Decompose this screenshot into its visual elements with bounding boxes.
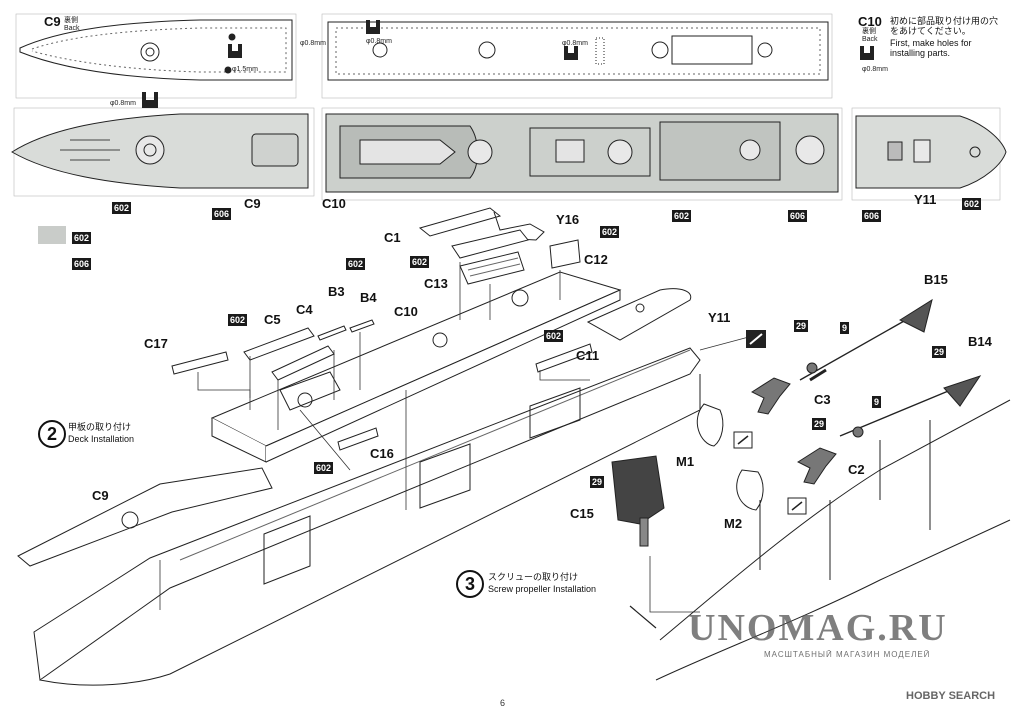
color-tag: 602 bbox=[112, 202, 132, 214]
part-label-c10-back: C10 bbox=[858, 14, 882, 29]
step-2-number: 2 bbox=[38, 420, 66, 448]
part-label-c11: C11 bbox=[576, 348, 600, 363]
color-tag: 9 bbox=[872, 396, 882, 408]
color-tag: 29 bbox=[932, 346, 947, 358]
color-tag: 606 bbox=[212, 208, 232, 220]
drill-hole-icon bbox=[142, 20, 874, 108]
drill-size-label: φ0.8mm bbox=[862, 66, 888, 73]
step-2-title-en: Deck Installation bbox=[68, 434, 135, 444]
propeller-section-drawing bbox=[611, 298, 1011, 681]
color-tag: 9 bbox=[840, 322, 850, 334]
part-label-y11-deck: Y11 bbox=[914, 192, 937, 207]
part-label-c16: C16 bbox=[370, 446, 394, 461]
part-label-m2: M2 bbox=[724, 516, 743, 531]
color-602-swatch bbox=[38, 226, 66, 244]
part-label-c17: C17 bbox=[144, 336, 168, 351]
part-label-c13: C13 bbox=[424, 276, 448, 291]
y11-deck-piece-drawing bbox=[586, 288, 692, 341]
step-3-number: 3 bbox=[456, 570, 484, 598]
color-tag: 606 bbox=[862, 210, 882, 222]
part-label-b3: B3 bbox=[328, 284, 345, 299]
color-tag: 602 bbox=[962, 198, 982, 210]
color-tag: 602 bbox=[346, 258, 366, 270]
part-label-c9-deck: C9 bbox=[244, 196, 261, 211]
drill-size-label: φ0.8mm bbox=[300, 40, 326, 47]
drill-size-label: φ0.8mm bbox=[366, 38, 392, 45]
part-label-b14: B14 bbox=[968, 334, 992, 349]
c10-back-drawing bbox=[321, 13, 833, 99]
back-side-label: 裏側 Back bbox=[862, 28, 878, 43]
color-tag: 29 bbox=[794, 320, 809, 332]
c9-bow-deck-drawing bbox=[17, 467, 273, 567]
part-label-c3: C3 bbox=[814, 392, 831, 407]
color-tag: 606 bbox=[72, 258, 92, 270]
page-number: 6 bbox=[500, 698, 506, 708]
part-label-b4: B4 bbox=[360, 290, 377, 305]
color-tag: 602 bbox=[228, 314, 248, 326]
part-label-c1: C1 bbox=[384, 230, 401, 245]
part-label-m1: M1 bbox=[676, 454, 695, 469]
step-2-title-jp: 甲板の取り付け bbox=[68, 422, 132, 432]
part-label-y11-assembly: Y11 bbox=[708, 310, 731, 325]
color-tag: 602 bbox=[314, 462, 334, 474]
y11-deck-drawing bbox=[851, 107, 1007, 201]
step-3-title-jp: スクリューの取り付け bbox=[488, 572, 579, 582]
color-tag: 29 bbox=[590, 476, 605, 488]
part-label-y16: Y16 bbox=[556, 212, 580, 227]
glue-icon bbox=[733, 330, 807, 515]
drill-note-jp: 初めに部品取り付け用の穴 をあけてください。 bbox=[890, 16, 999, 36]
part-label-c15: C15 bbox=[570, 506, 594, 521]
hull-drawing bbox=[33, 347, 701, 686]
drill-note-en: First, make holes for installing parts. bbox=[890, 38, 972, 58]
c9-deck-drawing bbox=[11, 107, 315, 197]
c10-deck-drawing bbox=[321, 107, 843, 201]
drill-size-label: φ1.5mm bbox=[232, 66, 258, 73]
part-label-c2: C2 bbox=[848, 462, 865, 477]
upper-parts-drawing bbox=[418, 207, 581, 285]
part-label-b15: B15 bbox=[924, 272, 948, 287]
watermark-subtitle: МАСШТАБНЫЙ МАГАЗИН МОДЕЛЕЙ bbox=[764, 650, 931, 659]
drill-size-label: φ0.8mm bbox=[562, 40, 588, 47]
part-label-c4: C4 bbox=[296, 302, 313, 317]
part-label-c5: C5 bbox=[264, 312, 281, 327]
step-3-title-en: Screw propeller Installation bbox=[488, 584, 597, 594]
back-side-label: 裏側 Back bbox=[64, 17, 80, 32]
color-tag: 29 bbox=[812, 418, 827, 430]
small-parts-drawing bbox=[171, 319, 593, 451]
part-label-c9-assembly: C9 bbox=[92, 488, 109, 503]
color-tag: 606 bbox=[788, 210, 808, 222]
part-label-c12: C12 bbox=[584, 252, 608, 267]
watermark-text: UNOMAG.RU bbox=[688, 607, 948, 649]
color-tag: 602 bbox=[410, 256, 430, 268]
c10-superstructure-drawing bbox=[210, 271, 622, 463]
drill-size-label: φ0.8mm bbox=[110, 100, 136, 107]
part-label-c10-assembly: C10 bbox=[394, 304, 418, 319]
part-label-c10-deck: C10 bbox=[322, 196, 346, 211]
color-tag: 602 bbox=[600, 226, 620, 238]
color-tag: 602 bbox=[672, 210, 692, 222]
color-tag: 602 bbox=[544, 330, 564, 342]
color-tag: 602 bbox=[72, 232, 92, 244]
hobby-search-logo: HOBBY SEARCH bbox=[906, 690, 996, 702]
part-label-c9-back: C9 bbox=[44, 14, 61, 29]
